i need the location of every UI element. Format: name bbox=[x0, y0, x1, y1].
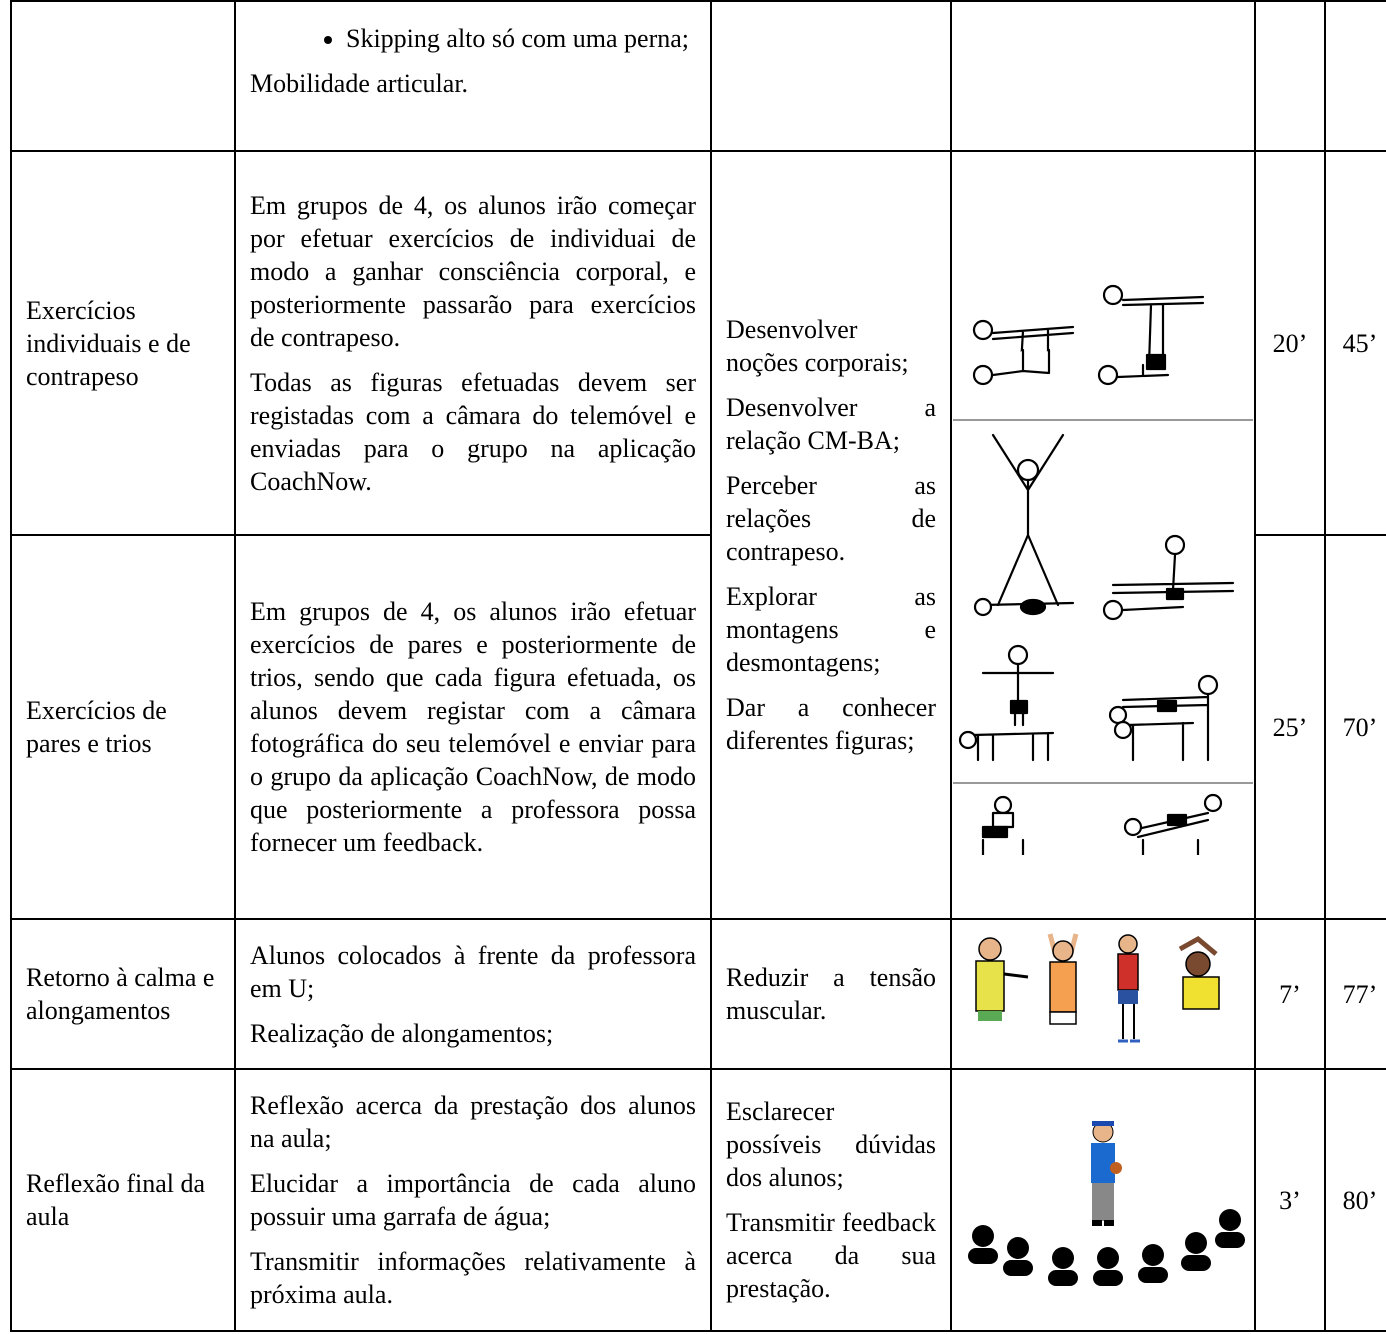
description-text: Alunos colocados à frente da professora … bbox=[250, 940, 696, 1003]
description-text: Em grupos de 4, os alunos irão efetuar e… bbox=[250, 597, 696, 857]
description-text: Reflexão acerca da prestação dos alunos … bbox=[250, 1091, 696, 1153]
description-cell: Reflexão acerca da prestação dos alunos … bbox=[234, 1068, 712, 1332]
objectives-cell bbox=[710, 0, 952, 152]
trio-figure-icon bbox=[1108, 674, 1219, 762]
objective-text: Desenvolver noções corporais; bbox=[726, 315, 909, 377]
time-cell: 3’ bbox=[1254, 1068, 1326, 1332]
total-time-cell: 70’ bbox=[1324, 534, 1386, 920]
student-icon bbox=[1215, 1209, 1245, 1248]
student-icon bbox=[1138, 1244, 1168, 1283]
description-text: Mobilidade articular. bbox=[250, 69, 469, 98]
list-item: Skipping alto só com uma perna; bbox=[346, 22, 696, 55]
objectives-cell: Reduzir a tensão muscular. bbox=[710, 918, 952, 1070]
illustration-cell bbox=[950, 0, 1256, 152]
student-icon bbox=[1093, 1247, 1123, 1286]
student-icon bbox=[968, 1225, 998, 1264]
trio-figure-icon bbox=[1123, 793, 1223, 855]
description-text: Realização de alongamentos; bbox=[250, 1018, 554, 1048]
objective-text: Transmitir feedback acerca da sua presta… bbox=[726, 1208, 936, 1303]
description-cell: Em grupos de 4, os alunos irão efetuar e… bbox=[234, 534, 712, 920]
time-cell: 7’ bbox=[1254, 918, 1326, 1070]
activity-name: Exercícios de pares e trios bbox=[10, 534, 236, 920]
pair-figure-icon bbox=[973, 433, 1075, 617]
stretch-person-icon bbox=[1178, 935, 1220, 1010]
illustration-cell bbox=[950, 1068, 1256, 1332]
time-cell bbox=[1254, 0, 1326, 152]
time-cell: 20’ bbox=[1254, 150, 1326, 536]
teacher-and-students-illustration bbox=[968, 1121, 1245, 1286]
description-text: Elucidar a importância de cada aluno pos… bbox=[250, 1169, 696, 1231]
pair-figure-icon bbox=[1097, 284, 1205, 386]
objective-text: Reduzir a tensão muscular. bbox=[726, 963, 936, 1025]
objective-text: Explorar as montagens e desmontagens; bbox=[726, 582, 936, 677]
activity-cell bbox=[10, 0, 236, 152]
trio-figure-icon bbox=[981, 795, 1025, 855]
description-cell: Skipping alto só com uma perna; Mobilida… bbox=[234, 0, 712, 152]
pair-figure-icon bbox=[972, 319, 1075, 386]
trio-figure-icon bbox=[958, 644, 1055, 762]
table-row: Retorno à calma e alongamentos Alunos co… bbox=[10, 918, 1386, 1070]
stretch-person-icon bbox=[1047, 933, 1079, 1025]
time-cell: 25’ bbox=[1254, 534, 1326, 920]
table-row: Skipping alto só com uma perna; Mobilida… bbox=[10, 0, 1386, 152]
activity-name: Exercícios individuais e de contrapeso bbox=[10, 150, 236, 536]
student-icon bbox=[1003, 1237, 1033, 1276]
table-row: Reflexão final da aula Reflexão acerca d… bbox=[10, 1068, 1386, 1332]
total-time-cell: 77’ bbox=[1324, 918, 1386, 1070]
acrobatics-figures-illustration bbox=[953, 284, 1253, 855]
objective-text: Esclarecer possíveis dúvidas dos alunos; bbox=[726, 1097, 936, 1192]
objective-text: Dar a conhecer diferentes figuras; bbox=[726, 693, 936, 755]
total-time-cell: 45’ bbox=[1324, 150, 1386, 536]
student-icon bbox=[1048, 1247, 1078, 1286]
table-row: Exercícios de pares e trios Em grupos de… bbox=[10, 534, 1386, 920]
pair-figure-icon bbox=[1102, 534, 1235, 621]
objectives-cell: Desenvolver noções corporais; Desenvolve… bbox=[710, 150, 952, 920]
activity-name: Reflexão final da aula bbox=[10, 1068, 236, 1332]
description-cell: Em grupos de 4, os alunos irão começar p… bbox=[234, 150, 712, 536]
teacher-icon bbox=[1091, 1121, 1122, 1226]
activity-name: Retorno à calma e alongamentos bbox=[10, 918, 236, 1070]
stretching-figures-illustration bbox=[975, 933, 1220, 1043]
student-icon bbox=[1181, 1232, 1211, 1271]
objectives-cell: Esclarecer possíveis dúvidas dos alunos;… bbox=[710, 1068, 952, 1332]
objective-text: Perceber as relações de contrapeso. bbox=[726, 471, 936, 566]
description-text: Em grupos de 4, os alunos irão começar p… bbox=[250, 190, 696, 352]
description-text: Transmitir informações relativamente à p… bbox=[250, 1247, 696, 1309]
description-text: Todas as figuras efetuadas devem ser reg… bbox=[250, 367, 696, 496]
stretch-person-icon bbox=[1117, 934, 1140, 1043]
illustration-cell bbox=[950, 918, 1256, 1070]
stretch-person-icon bbox=[975, 937, 1029, 1021]
illustration-cell bbox=[950, 150, 1256, 920]
description-cell: Alunos colocados à frente da professora … bbox=[234, 918, 712, 1070]
total-time-cell: 80’ bbox=[1324, 1068, 1386, 1332]
objective-text: Desenvolver a relação CM-BA; bbox=[726, 393, 936, 455]
total-time-cell bbox=[1324, 0, 1386, 152]
table-row: Exercícios individuais e de contrapeso E… bbox=[10, 150, 1386, 920]
lesson-plan-table: Skipping alto só com uma perna; Mobilida… bbox=[10, 0, 1386, 1332]
